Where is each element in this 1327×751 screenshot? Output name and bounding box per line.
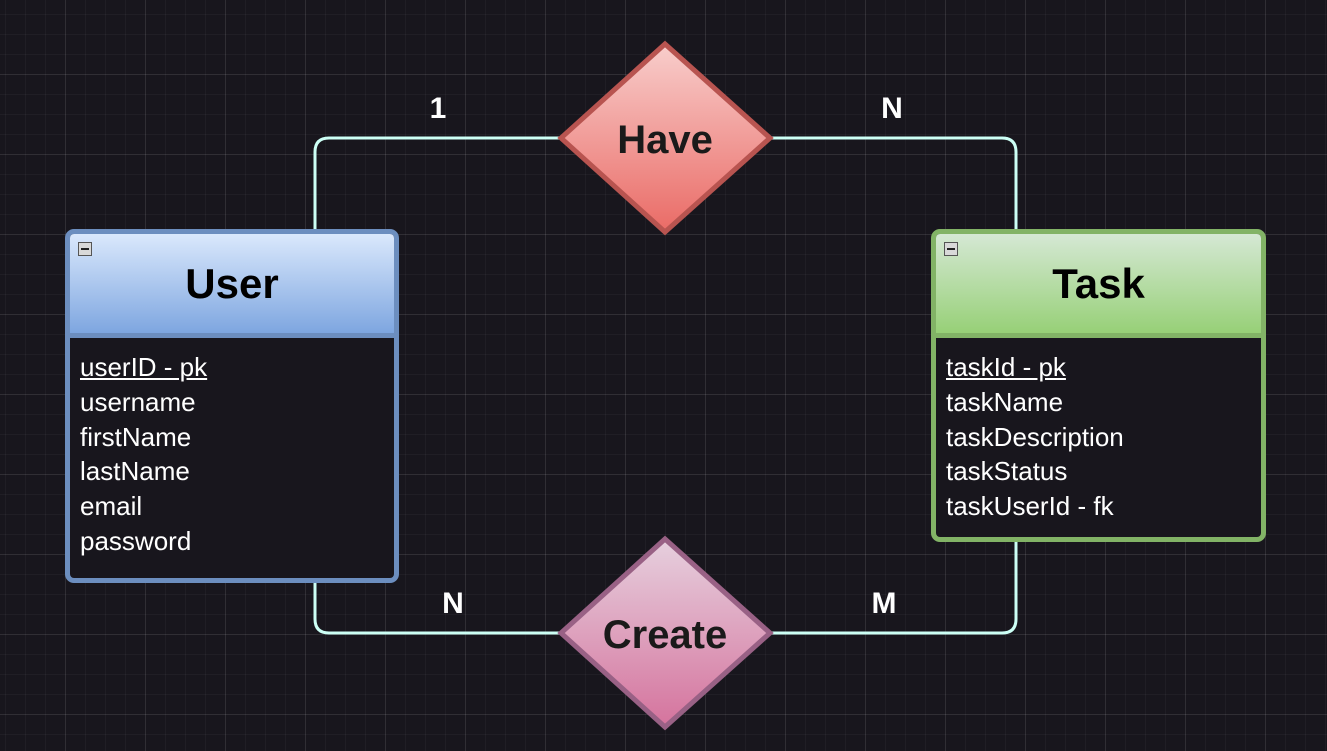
relationship-have-label: Have bbox=[617, 118, 713, 162]
attribute[interactable]: password bbox=[80, 525, 192, 556]
connector-user-create[interactable] bbox=[313, 583, 562, 635]
relationship-create-label: Create bbox=[603, 613, 728, 657]
relationship-create-diamond bbox=[557, 535, 774, 731]
attribute-primary-key[interactable]: userID - pk bbox=[80, 352, 208, 382]
collapse-icon[interactable] bbox=[944, 242, 958, 256]
connector-user-have[interactable] bbox=[313, 136, 562, 229]
attribute[interactable]: lastName bbox=[80, 456, 190, 487]
entity-task-attributes: taskId - pk taskName taskDescription tas… bbox=[936, 338, 1261, 524]
attribute-foreign-key[interactable]: taskUserId - fk bbox=[946, 491, 1114, 522]
attribute[interactable]: firstName bbox=[80, 421, 192, 452]
connector-create-task[interactable] bbox=[769, 542, 1018, 635]
entity-task-title: Task bbox=[1052, 259, 1145, 307]
attribute[interactable]: taskDescription bbox=[946, 421, 1124, 452]
cardinality-have-task: N bbox=[881, 92, 903, 125]
attribute[interactable]: email bbox=[80, 491, 143, 522]
cardinality-have-user: 1 bbox=[430, 92, 447, 125]
entity-user-attributes: userID - pk username firstName lastName … bbox=[70, 338, 394, 559]
relationship-have[interactable]: Have bbox=[557, 40, 774, 236]
entity-task[interactable]: Task taskId - pk taskName taskDescriptio… bbox=[931, 229, 1266, 542]
attribute[interactable]: taskStatus bbox=[946, 456, 1068, 487]
cardinality-create-user: N bbox=[442, 587, 464, 620]
relationship-have-diamond bbox=[557, 40, 774, 236]
entity-user-header[interactable]: User bbox=[70, 234, 394, 338]
entity-task-header[interactable]: Task bbox=[936, 234, 1261, 338]
attribute[interactable]: username bbox=[80, 386, 196, 417]
cardinality-create-task: M bbox=[872, 587, 897, 620]
relationship-create[interactable]: Create bbox=[557, 535, 774, 731]
attribute[interactable]: taskName bbox=[946, 386, 1064, 417]
connector-have-task[interactable] bbox=[769, 136, 1018, 229]
collapse-icon[interactable] bbox=[78, 242, 92, 256]
entity-user-title: User bbox=[185, 259, 279, 307]
entity-user[interactable]: User userID - pk username firstName last… bbox=[65, 229, 399, 583]
attribute-primary-key[interactable]: taskId - pk bbox=[946, 352, 1066, 382]
